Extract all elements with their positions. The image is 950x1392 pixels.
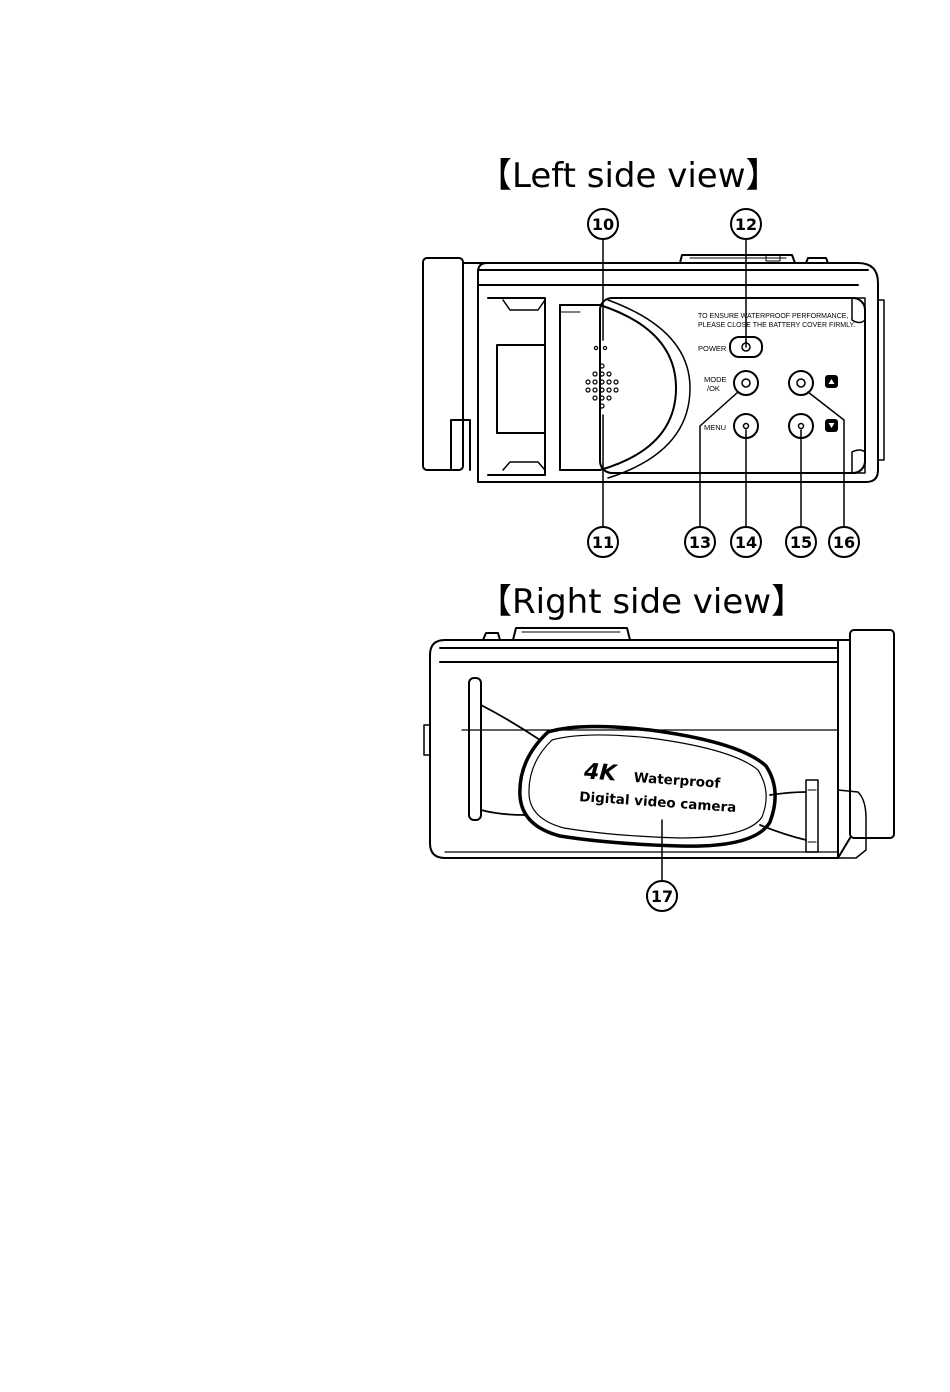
- svg-text:15: 15: [790, 533, 812, 552]
- up-button[interactable]: [789, 371, 813, 395]
- callout-13: 13: [685, 527, 715, 557]
- strap-anchor-front: [806, 780, 818, 852]
- svg-text:16: 16: [833, 533, 855, 552]
- strap-brand-line2: Digital video camera: [579, 789, 737, 816]
- lens-hood-left: [423, 258, 463, 470]
- strap-anchor-rear: [469, 678, 481, 820]
- mode-label-line2: /OK: [707, 384, 720, 393]
- menu-label: MENU: [704, 423, 726, 432]
- hinge-block: [497, 345, 545, 433]
- strap-branding: 4K Waterproof Digital video camera: [579, 759, 739, 816]
- right-side-camera-drawing: [424, 628, 894, 880]
- left-side-camera-drawing: [423, 238, 884, 528]
- svg-text:13: 13: [689, 533, 711, 552]
- callout-11: 11: [588, 527, 618, 557]
- strap-brand-4k: 4K: [582, 759, 619, 786]
- svg-text:11: 11: [592, 533, 614, 552]
- callout-14: 14: [731, 527, 761, 557]
- lens-hood-right: [850, 630, 894, 838]
- svg-text:17: 17: [651, 887, 673, 906]
- waterproof-notice-line2: PLEASE CLOSE THE BATTERY COVER FIRMLY.: [698, 322, 855, 329]
- callout-15: 15: [786, 527, 816, 557]
- top-dial: [680, 255, 795, 263]
- lcd-panel-edge: [560, 305, 676, 470]
- power-label: POWER: [698, 344, 727, 353]
- strap-brand-waterproof: Waterproof: [633, 770, 721, 792]
- top-button-right: [483, 633, 500, 640]
- camera-body: [463, 263, 878, 482]
- waterproof-notice-line1: TO ENSURE WATERPROOF PERFORMANCE,: [698, 313, 848, 320]
- callout-10: 10: [588, 209, 618, 239]
- svg-text:12: 12: [735, 215, 757, 234]
- callout-17: 17: [647, 881, 677, 911]
- callout-12: 12: [731, 209, 761, 239]
- svg-text:14: 14: [735, 533, 757, 552]
- top-dial-right: [513, 628, 630, 640]
- svg-text:10: 10: [592, 215, 614, 234]
- lens-foot: [451, 420, 470, 470]
- speaker-grille: [586, 364, 618, 408]
- camera-body-right: [430, 640, 838, 858]
- callout-16: 16: [829, 527, 859, 557]
- mode-label-line1: MODE: [704, 375, 727, 384]
